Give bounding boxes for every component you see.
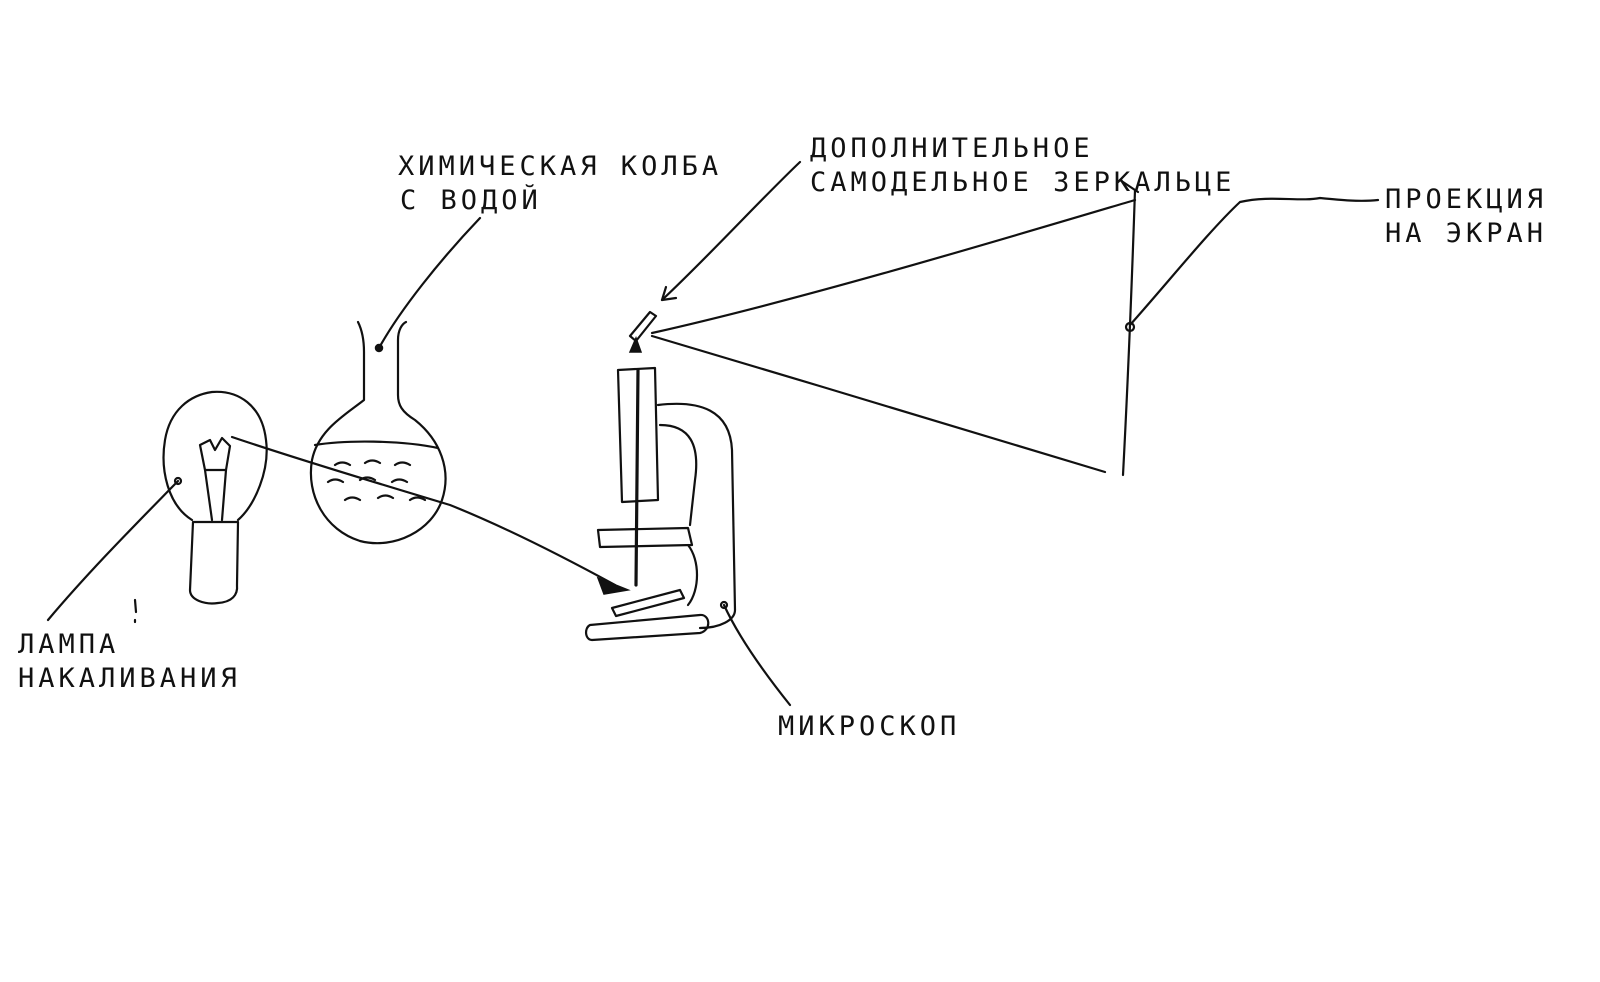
microscope-axis-arrowhead (628, 335, 643, 353)
lamp-pointer-dot (173, 476, 183, 486)
projection-pointer-line (1128, 196, 1380, 327)
microscope-drawing (585, 335, 737, 642)
lamp-base (188, 520, 240, 605)
lamp-bulb-outline (162, 390, 268, 522)
projection-label: ПРОЕКЦИЯ НА ЭКРАН (1385, 183, 1547, 251)
light-ray-arrowhead (596, 576, 631, 595)
lamp-drawing (162, 390, 268, 605)
lamp-pointer-line (46, 479, 180, 622)
projection-ray-upper (650, 198, 1137, 335)
microscope-pointer-line (722, 603, 792, 707)
lamp-label-line2: НАКАЛИВАНИЯ (18, 663, 241, 694)
microscope-optical-axis (634, 368, 640, 587)
lamp-label-stress-mark (133, 598, 138, 624)
microscope-label-line1: МИКРОСКОП (778, 711, 961, 742)
mirror-label-line1: ДОПОЛНИТЕЛЬНОЕ (810, 133, 1094, 164)
flask-label: ХИМИЧЕСКАЯ КОЛБА С ВОДОЙ (398, 150, 722, 218)
extra-mirror-pointer-head (660, 285, 678, 302)
mirror-label-line2: САМОДЕЛЬНОЕ ЗЕРКАЛЬЦЕ (810, 167, 1236, 198)
projection-pointer-dot (1124, 321, 1136, 333)
projection-label-line2: НА ЭКРАН (1385, 218, 1548, 249)
microscope-pointer-dot (719, 600, 729, 610)
flask-label-line1: ХИМИЧЕСКАЯ КОЛБА (398, 151, 723, 182)
flask-water-waves (326, 459, 427, 502)
projection-label-line1: ПРОЕКЦИЯ (1385, 184, 1548, 215)
flask-outline (309, 320, 447, 545)
microscope-mirror (610, 588, 686, 618)
extra-mirror-body (628, 310, 658, 343)
projection-cone (650, 178, 1380, 477)
extra-mirror-pointer (660, 160, 802, 302)
microscope-foot (686, 543, 698, 607)
flask-label-line2: С ВОДОЙ (400, 185, 542, 216)
lamp-label: ЛАМПА НАКАЛИВАНИЯ (18, 628, 241, 696)
microscope-base (585, 613, 710, 642)
light-ray-lamp-to-mirror (230, 435, 617, 587)
lamp-label-line1: ЛАМПА (18, 629, 120, 660)
projection-ray-lower (650, 334, 1107, 474)
lamp-filament (198, 436, 232, 522)
mirror-label: ДОПОЛНИТЕЛЬНОЕ САМОДЕЛЬНОЕ ЗЕРКАЛЬЦЕ (810, 132, 1235, 200)
microscope-tube (616, 366, 660, 504)
microscope-arm (656, 402, 737, 630)
microscope-label: МИКРОСКОП (778, 710, 960, 744)
flask-pointer-line (377, 216, 482, 350)
projection-screen (1121, 188, 1137, 477)
projection-screen-tick-top (1118, 178, 1140, 194)
extra-mirror-drawing (628, 160, 802, 343)
flask-water-surface (313, 440, 440, 450)
microscope-stage (596, 526, 694, 549)
flask-drawing (309, 320, 447, 545)
